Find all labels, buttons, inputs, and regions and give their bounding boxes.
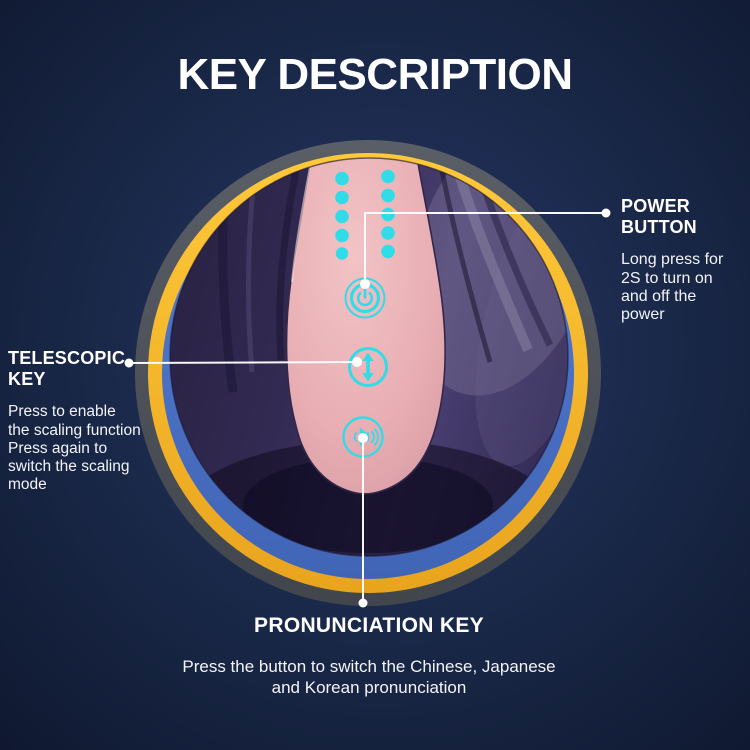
led-dot-grid [335,169,395,260]
fabric-fold [437,159,493,363]
pronunciation-description: Press the button to switch the Chinese, … [0,656,738,699]
power-annotation: POWER BUTTON Long press for 2S to turn o… [621,196,746,324]
leader-anchor-pronunciation [358,433,368,443]
photo-edge [169,157,569,557]
power-description-line: and off the [621,287,697,305]
telescopic-description-line: Press to enable [8,403,116,421]
pronunciation-annotation: PRONUNCIATION KEY Press the button to sw… [0,614,738,698]
led-dot [335,209,349,224]
led-dot [381,226,395,240]
telescopic-description-line: Press again to [8,439,108,457]
led-dot [381,169,395,184]
device-rim-highlight [291,158,313,283]
telescopic-button [348,347,388,387]
led-dot [381,188,395,203]
up-down-arrow-icon [362,352,374,382]
leader-dot-telescopic [124,358,134,368]
telescopic-description-line: the scaling function [8,421,141,439]
device-drop-shadow [243,457,493,553]
telescopic-description-line: mode [8,475,47,493]
leader-line-power [364,212,606,284]
led-dot [335,190,349,205]
pronunciation-heading: PRONUNCIATION KEY [254,614,484,637]
power-description-line: 2S to turn on [621,269,713,287]
power-description-line: Long press for [621,251,724,269]
leader-anchor-power [360,279,370,289]
led-dot [335,247,349,260]
telescopic-description-line: switch the scaling [8,457,130,475]
leader-anchor-telescopic [352,357,362,367]
page-title: KEY DESCRIPTION [177,50,573,99]
power-heading: POWER BUTTON [621,196,697,238]
device-body [285,158,446,495]
leader-dot-pronunciation [358,598,368,608]
leader-dot-power [601,208,611,218]
led-dot [335,228,349,243]
led-dot [381,244,395,259]
telescopic-heading: TELESCOPIC KEY [8,348,126,390]
leader-line-telescopic [128,361,358,364]
led-dot [335,171,349,186]
power-description-line: power [621,305,665,323]
pronunciation-description-line: Press the button to switch the Chinese, … [182,656,556,676]
led-dot [381,207,395,222]
fabric-fold [276,158,304,361]
telescopic-description: Press to enable the scaling function Pre… [8,403,168,494]
photo-interior [170,158,568,556]
pronunciation-description-line: and Korean pronunciation [271,678,467,698]
power-icon [356,287,374,307]
power-description: Long press for 2S to turn on and off the… [621,251,746,323]
telescopic-annotation: TELESCOPIC KEY Press to enable the scali… [8,348,168,494]
